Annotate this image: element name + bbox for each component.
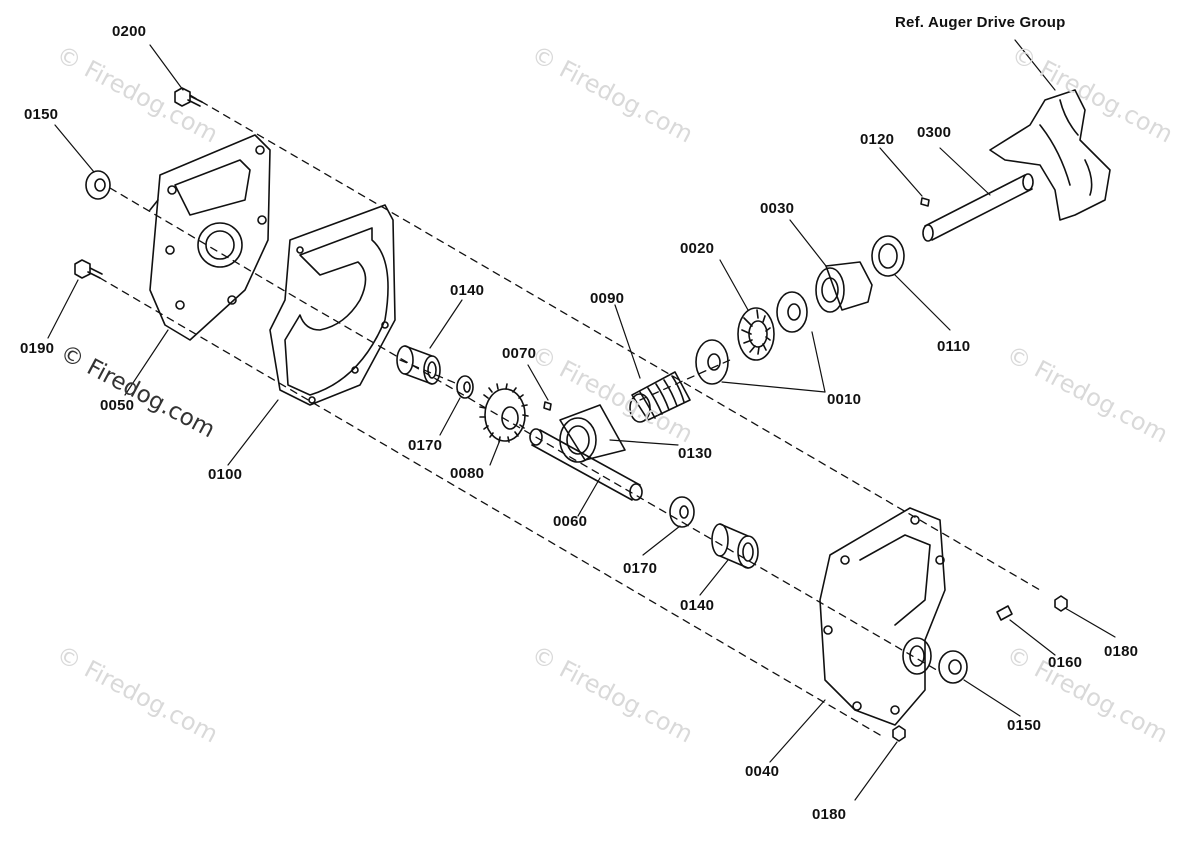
part-label-0200: 0200 <box>112 23 147 40</box>
part-label-0100: 0100 <box>208 466 243 483</box>
key-0120 <box>920 197 930 207</box>
bolt-0190 <box>74 259 103 279</box>
washer-0010 <box>695 291 808 385</box>
part-label-0130: 0130 <box>678 445 713 462</box>
auger-shaft-0300 <box>922 173 1034 242</box>
part-label-0140-bottom: 0140 <box>680 597 715 614</box>
part-label-0170: 0170 <box>408 437 443 454</box>
part-label-0150-bottom: 0150 <box>1007 717 1042 734</box>
part-label-0180: 0180 <box>1104 643 1139 660</box>
part-label-0050: 0050 <box>100 397 135 414</box>
part-label-0110: 0110 <box>937 338 971 355</box>
gasket-0100 <box>269 204 396 406</box>
bearing-0140-top <box>396 345 441 385</box>
bearing-0030 <box>815 261 873 313</box>
part-label-0120: 0120 <box>860 131 895 148</box>
gear-0080 <box>479 383 529 443</box>
part-label-0150: 0150 <box>24 106 59 123</box>
part-label-0300: 0300 <box>917 124 952 141</box>
part-label-0060: 0060 <box>553 513 588 530</box>
leader-lines <box>47 39 1116 801</box>
right-housing-0040 <box>819 507 946 726</box>
washer-0170-top <box>456 375 474 399</box>
bushing-0150-top <box>85 170 111 200</box>
thrust-bearing-0020 <box>737 307 775 361</box>
part-label-0020: 0020 <box>680 240 715 257</box>
worm-0090 <box>629 371 691 423</box>
part-label-0010: 0010 <box>827 391 862 408</box>
bushing-0150-bottom <box>938 650 968 684</box>
part-label-0030: 0030 <box>760 200 795 217</box>
nut-0180-right <box>1054 595 1068 612</box>
bearing-0140-bottom <box>711 523 759 569</box>
ref-label: Ref. Auger Drive Group <box>895 14 1066 31</box>
sleeve-0130 <box>559 404 626 463</box>
left-housing-0050 <box>149 134 271 341</box>
setscrew-0160 <box>996 605 1013 621</box>
washer-0110 <box>871 235 905 277</box>
shaft-0060 <box>529 428 643 501</box>
part-label-0160: 0160 <box>1048 654 1083 671</box>
part-label-0170-bottom: 0170 <box>623 560 658 577</box>
part-label-0070: 0070 <box>502 345 537 362</box>
auger-ref-part <box>989 89 1111 221</box>
key-0070 <box>543 401 552 411</box>
part-label-0140: 0140 <box>450 282 485 299</box>
part-label-0090: 0090 <box>590 290 625 307</box>
assembly-axis-lines <box>99 94 1041 736</box>
part-label-0180-bottom: 0180 <box>812 806 847 823</box>
nut-0180-bottom <box>892 725 906 742</box>
washer-0170-bottom <box>669 496 695 528</box>
part-label-0190: 0190 <box>20 340 55 357</box>
part-label-0040: 0040 <box>745 763 780 780</box>
part-label-0080: 0080 <box>450 465 485 482</box>
